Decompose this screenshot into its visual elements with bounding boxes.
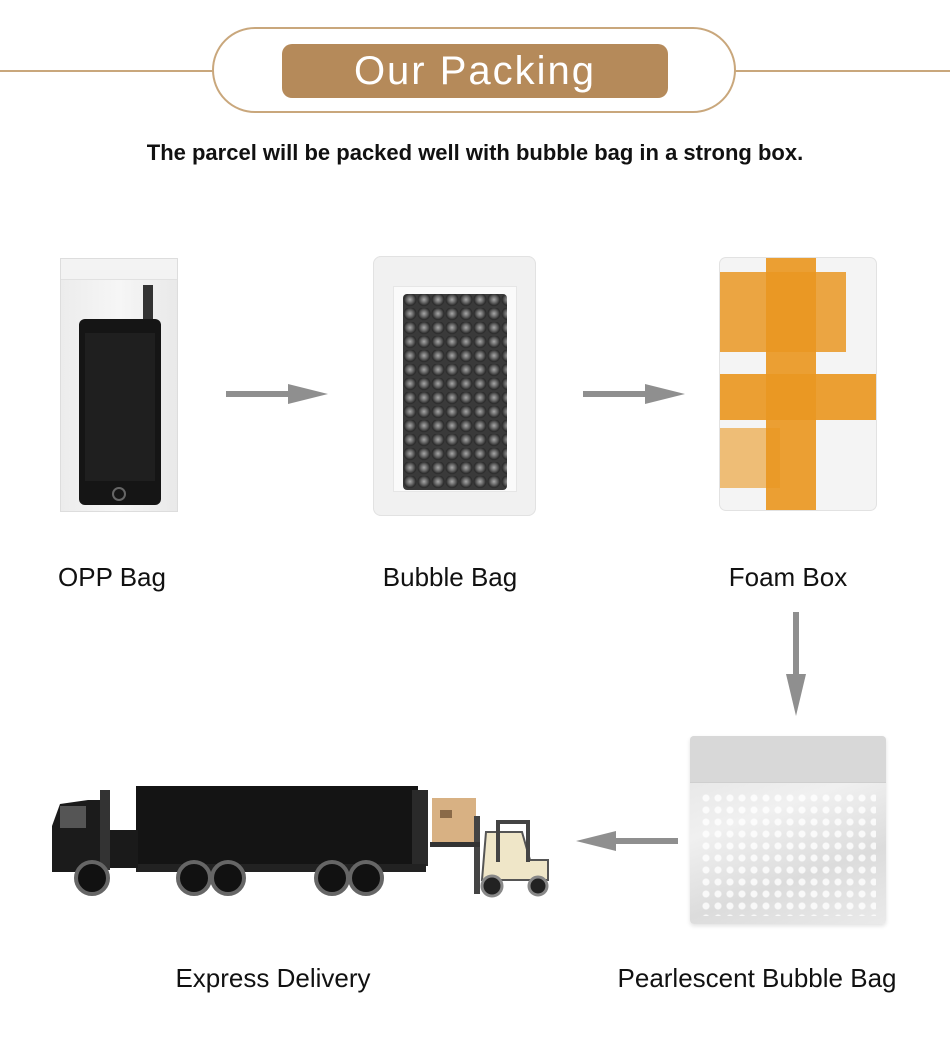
label-foam-box: Foam Box [710, 562, 866, 593]
label-opp-bag: OPP Bag [40, 562, 184, 593]
arrow-right-icon [583, 382, 687, 406]
tape-strip [766, 258, 816, 510]
page-subtitle: The parcel will be packed well with bubb… [0, 140, 950, 166]
page-title: Our Packing [282, 44, 668, 98]
bubble-texture [700, 792, 876, 916]
bag-seal-flap [690, 736, 886, 783]
foam-box-image [720, 258, 876, 510]
opp-bag-seal-strip [61, 259, 177, 280]
label-bubble-bag: Bubble Bag [360, 562, 540, 593]
pearlescent-bubble-bag-image [690, 736, 886, 924]
label-pearlescent-bubble-bag: Pearlescent Bubble Bag [604, 963, 910, 994]
delivery-truck-forklift-image [52, 776, 552, 900]
bubble-bag-image [373, 256, 536, 516]
arrow-left-icon [574, 829, 678, 853]
arrow-down-icon [784, 612, 808, 718]
opp-bag-image [60, 258, 178, 512]
home-button-ring [112, 487, 126, 501]
label-express-delivery: Express Delivery [150, 963, 396, 994]
bubble-wrap-package [403, 294, 507, 490]
phone-screen-assembly [79, 319, 161, 505]
arrow-right-icon [226, 382, 330, 406]
phone-display [85, 333, 155, 481]
